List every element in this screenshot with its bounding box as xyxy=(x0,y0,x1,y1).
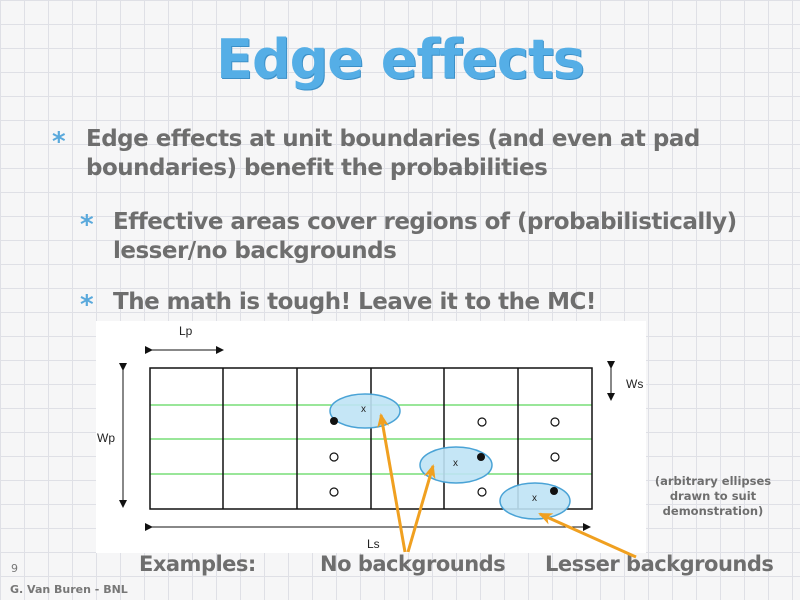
ellipse-note-line-1: (arbitrary ellipses xyxy=(654,474,772,488)
ellipse-note-line-2: drawn to suit xyxy=(669,489,757,503)
ellipse-marker-3: x xyxy=(532,493,537,504)
ellipse-marker-1: x xyxy=(361,404,366,415)
bullet-3-line-1: The math is tough! Leave it to the MC! xyxy=(113,289,596,315)
effective-area-ellipse-2 xyxy=(419,446,493,484)
bullet-marker-2: * xyxy=(80,210,94,240)
open-hit xyxy=(550,452,560,462)
no-backgrounds-label: No backgrounds xyxy=(320,552,506,576)
ls-label: Ls xyxy=(367,537,380,551)
page-number: 9 xyxy=(11,562,18,575)
open-hit xyxy=(329,487,339,497)
bullet-1-line-2: boundaries) benefit the probabilities xyxy=(86,155,548,181)
examples-label: Examples: xyxy=(139,552,256,576)
lp-label: Lp xyxy=(179,324,193,338)
bullet-3: The math is tough! Leave it to the MC! xyxy=(113,288,753,317)
open-hit xyxy=(477,487,487,497)
lesser-backgrounds-label: Lesser backgrounds xyxy=(545,552,774,576)
pad-diagram-svg xyxy=(119,346,615,531)
author-footer: G. Van Buren - BNL xyxy=(10,583,128,596)
bullet-1: Edge effects at unit boundaries (and eve… xyxy=(86,125,726,183)
bullet-1-line-1: Edge effects at unit boundaries (and eve… xyxy=(86,126,700,152)
open-hit xyxy=(477,417,487,427)
ellipse-note-line-3: demonstration) xyxy=(662,504,764,518)
filled-hit xyxy=(330,417,338,425)
bullet-2-line-1: Effective areas cover regions of (probab… xyxy=(113,209,737,235)
bullet-marker-1: * xyxy=(52,127,66,157)
pad-diagram: Lp Wp Ws Ls x x x xyxy=(96,321,646,553)
ellipse-marker-2: x xyxy=(453,458,458,469)
open-hit xyxy=(550,417,560,427)
bullet-2: Effective areas cover regions of (probab… xyxy=(113,208,753,266)
filled-hit xyxy=(477,453,485,461)
slide-title: Edge effects xyxy=(216,28,585,91)
ellipse-note: (arbitrary ellipses drawn to suit demons… xyxy=(648,474,778,519)
bullet-marker-3: * xyxy=(80,290,94,320)
ws-label: Ws xyxy=(626,377,644,391)
filled-hit xyxy=(550,487,558,495)
bullet-2-line-2: lesser/no backgrounds xyxy=(113,238,397,264)
open-hit xyxy=(329,452,339,462)
wp-label: Wp xyxy=(97,431,115,445)
